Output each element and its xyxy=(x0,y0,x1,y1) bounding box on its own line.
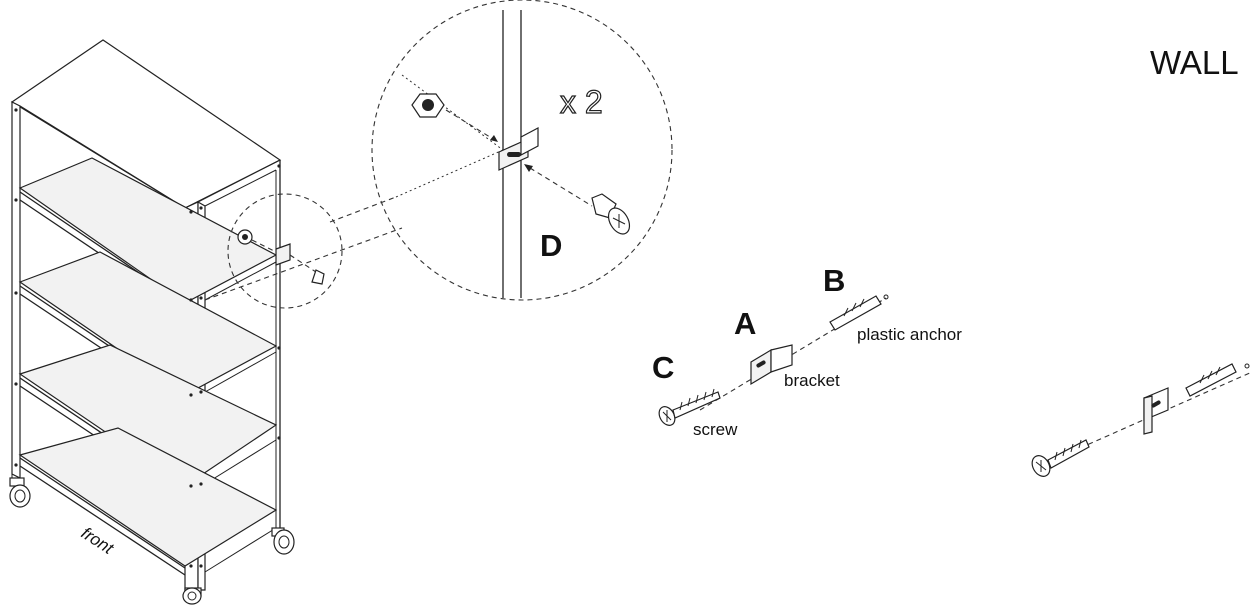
screw-assembled xyxy=(1031,439,1090,477)
detail-letter: D xyxy=(540,228,562,263)
detail-view: D x 2 xyxy=(371,0,673,301)
part-b-letter: B xyxy=(823,263,845,298)
part-b-name: plastic anchor xyxy=(857,325,962,344)
caster-front-left xyxy=(9,477,31,508)
wall-label: WALL xyxy=(1150,44,1239,81)
caster-back-right xyxy=(271,527,295,555)
count-label: x 2 xyxy=(560,84,603,120)
shelf-4 xyxy=(18,427,278,576)
anchor-assembled xyxy=(1185,363,1250,397)
part-a-letter: A xyxy=(734,306,756,341)
part-c-name: screw xyxy=(693,420,738,439)
screw-detail xyxy=(524,164,631,235)
bracket-assembled xyxy=(1143,387,1169,435)
assembled-parts xyxy=(1031,363,1253,477)
front-label: front xyxy=(78,523,118,558)
bracket-part xyxy=(750,344,793,386)
caster-front-right xyxy=(182,587,202,605)
hex-nut xyxy=(411,93,499,143)
exploded-parts: A bracket B plastic anchor C screw xyxy=(652,263,962,439)
mount-point-small xyxy=(237,229,325,285)
screw-part xyxy=(658,388,721,426)
magnifier-small xyxy=(227,193,343,309)
part-a-name: bracket xyxy=(784,371,840,390)
part-c-letter: C xyxy=(652,350,674,385)
anchor-part xyxy=(829,294,889,331)
shelving-unit xyxy=(9,39,403,605)
bracket-detail xyxy=(498,127,539,171)
